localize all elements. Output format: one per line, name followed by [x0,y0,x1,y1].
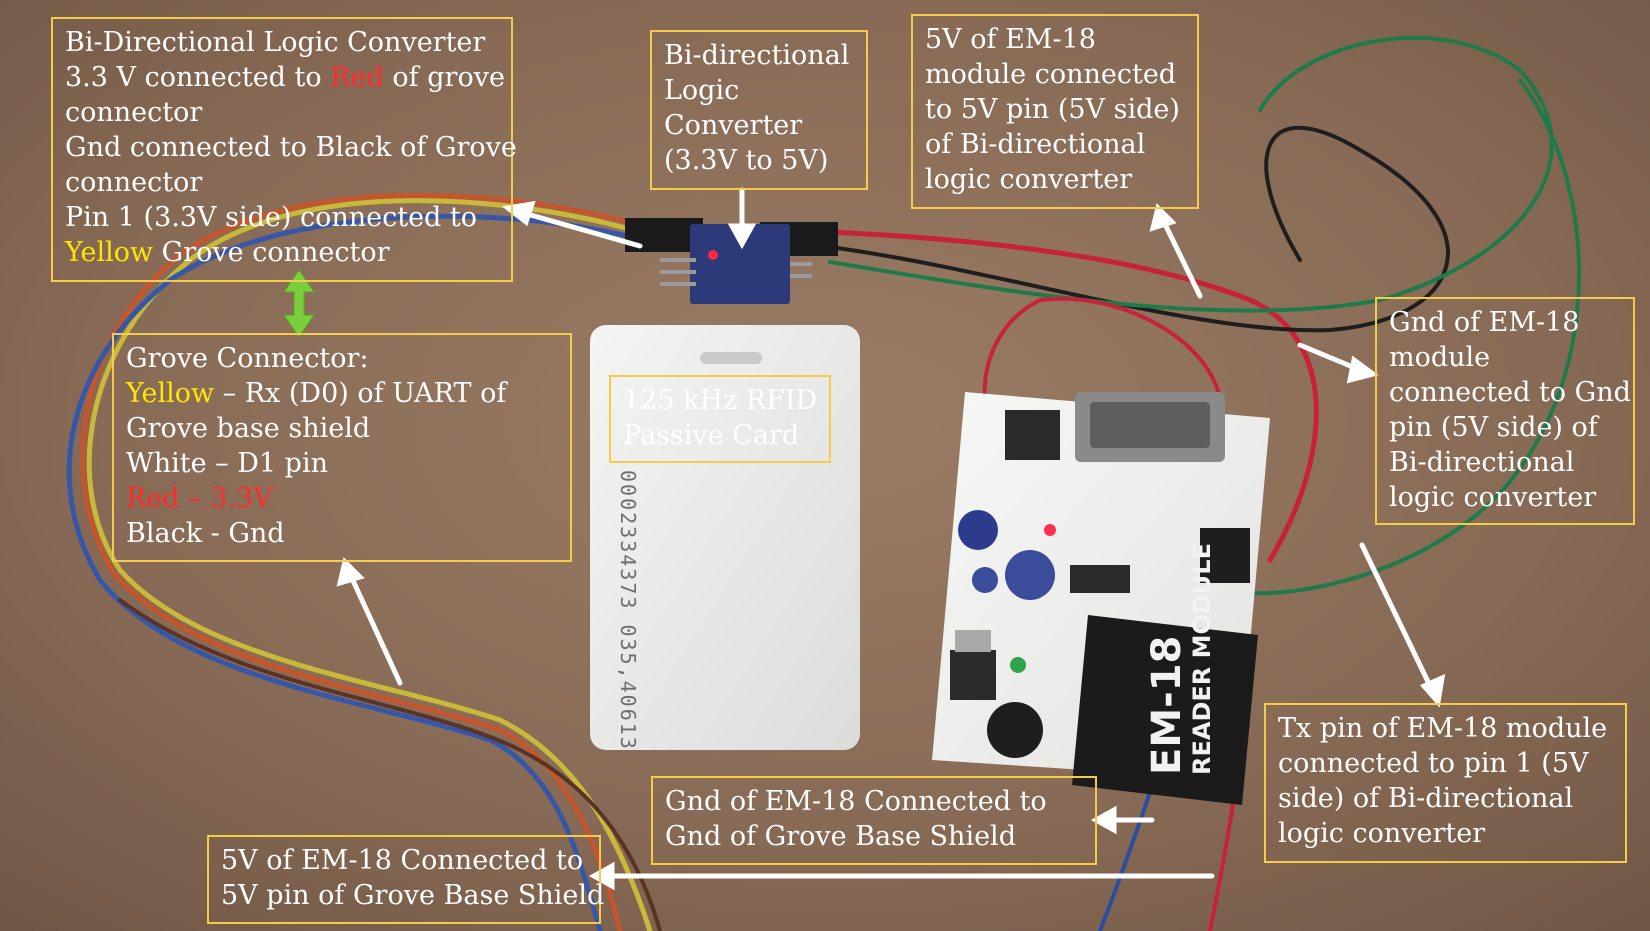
callout-grove-connector: Grove Connector: Yellow – Rx (D0) of UAR… [112,333,572,562]
arrow-em18-gnd [1297,342,1363,373]
callout-em18-5v: 5V of EM-18 module connected to 5V pin (… [911,14,1199,209]
wire-em18-green-loop [1228,78,1581,596]
logic-converter-board [625,218,838,304]
double-arrow [283,269,315,338]
callout-logic-converter-wiring: Bi-Directional Logic Converter 3.3 V con… [51,17,517,282]
wire-em18-black [828,125,1450,333]
annotation-arrows [336,187,1446,891]
wire-em18-red [827,229,1319,563]
arrow-logic-wiring [517,209,643,249]
callout-em18-gnd: Gnd of EM-18 module connected to Gnd pin… [1375,297,1635,525]
wire-grove-blue [66,213,653,931]
wire-grove-brown [118,598,662,931]
arrow-em18-5v [1160,217,1203,299]
wire-grove-red [80,192,653,931]
callout-em18-tx: Tx pin of EM-18 module connected to pin … [1264,703,1627,863]
callout-em18-5v-shield: 5V of EM-18 Connected to 5V pin of Grove… [207,835,604,924]
rfid-card [590,325,860,750]
card-print: 0002334373 035,40613 [616,470,640,751]
callout-rfid-card: 125 kHz RFID Passive Card [609,375,831,463]
wire-grove-yellow [86,198,653,931]
callout-em18-gnd-shield: Gnd of EM-18 Connected to Gnd of Grove B… [651,776,1097,865]
arrow-grove [347,571,403,686]
em18-pcb [932,392,1270,805]
em18-module-label: EM-18 READER MODULE [1144,543,1216,775]
callout-logic-converter-title: Bi-directional Logic Converter (3.3V to … [650,30,868,190]
arrow-em18-tx [1359,542,1435,693]
